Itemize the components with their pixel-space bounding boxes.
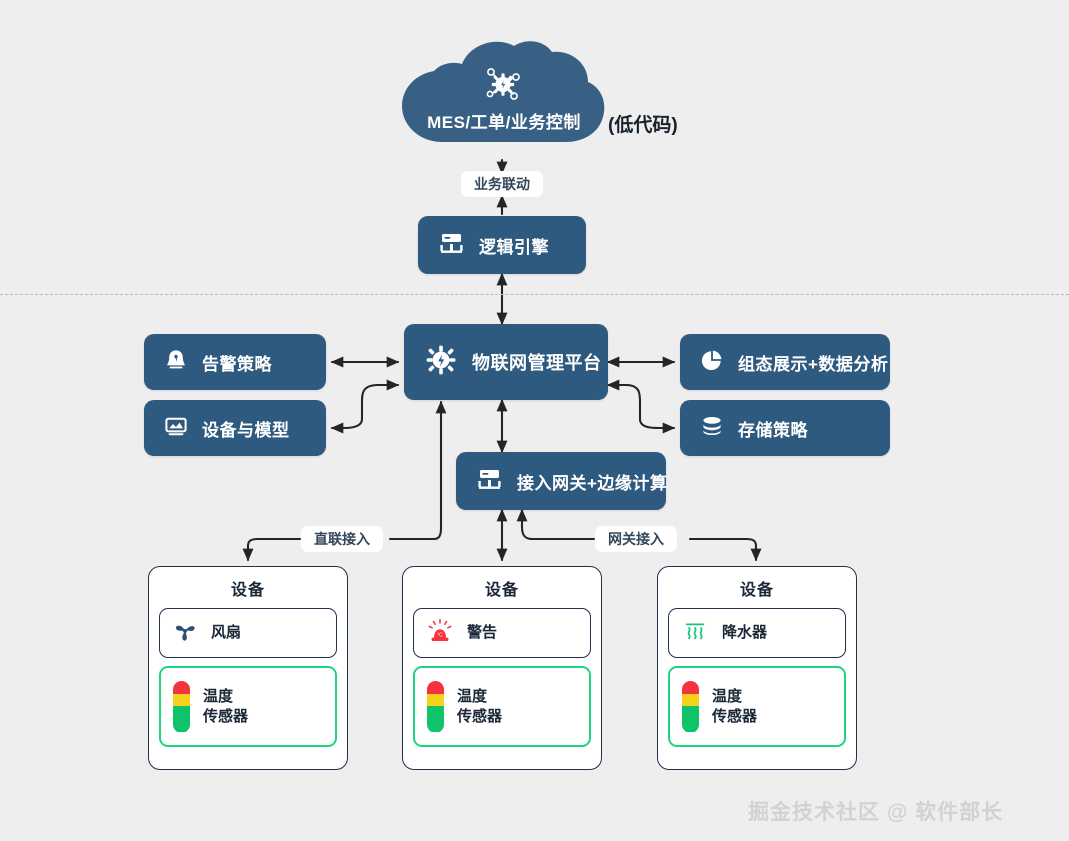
device-card[interactable]: 设备 降水器 温度 传感器 <box>657 566 857 770</box>
edge-label-gateway-access: 网关接入 <box>595 526 677 552</box>
device-sensor-label: 温度 传感器 <box>712 688 758 725</box>
device-sensor-item[interactable]: 温度 传感器 <box>159 666 337 747</box>
device-model-icon <box>164 414 188 443</box>
node-access-gateway[interactable]: 接入网关+边缘计算 <box>456 452 668 510</box>
node-logic-engine[interactable]: 逻辑引擎 <box>418 216 586 274</box>
node-scada-analytics[interactable]: 组态展示+数据分析 <box>680 334 890 390</box>
node-scada-analytics-label: 组态展示+数据分析 <box>738 354 889 374</box>
node-iot-platform[interactable]: 物联网管理平台 <box>404 324 608 400</box>
humidifier-icon <box>681 618 709 649</box>
node-storage-policy-label: 存储策略 <box>738 420 808 440</box>
watermark: 掘金技术社区 @ 软件部长 <box>748 801 1004 824</box>
gateway-server-icon <box>438 231 465 260</box>
node-device-model-label: 设备与模型 <box>202 420 290 440</box>
node-alarm-policy[interactable]: 告警策略 <box>144 334 326 390</box>
cloud-label: MES/工单/业务控制 <box>427 113 581 132</box>
edge-label-business-link: 业务联动 <box>461 171 543 197</box>
device-sensor-label: 温度 传感器 <box>203 688 249 725</box>
bell-icon <box>164 348 188 377</box>
device-card-title: 设备 <box>739 582 774 599</box>
device-card[interactable]: 设备 °C 警告 <box>402 566 602 770</box>
device-sensor-label: 温度 传感器 <box>457 688 503 725</box>
edge-label-direct-access: 直联接入 <box>301 526 383 552</box>
thermometer-icon <box>427 680 444 733</box>
node-storage-policy[interactable]: 存储策略 <box>680 400 890 456</box>
device-primary-item[interactable]: 风扇 <box>159 608 337 658</box>
device-card-title: 设备 <box>484 582 519 599</box>
thermometer-icon <box>173 680 190 733</box>
device-primary-item[interactable]: 降水器 <box>668 608 846 658</box>
alarm-light-icon: °C <box>426 618 454 649</box>
database-icon <box>700 414 724 443</box>
low-code-badge: (低代码) <box>608 115 678 136</box>
device-primary-label: 降水器 <box>722 624 768 642</box>
device-card[interactable]: 设备 风扇 温度 传感器 <box>148 566 348 770</box>
layer-divider <box>0 294 1069 295</box>
device-sensor-item[interactable]: 温度 传感器 <box>413 666 591 747</box>
iot-chip-icon <box>480 64 526 106</box>
fan-icon <box>172 618 198 649</box>
svg-text:°C: °C <box>437 632 443 638</box>
node-device-model[interactable]: 设备与模型 <box>144 400 326 456</box>
node-logic-engine-label: 逻辑引擎 <box>479 237 549 257</box>
device-card-title: 设备 <box>230 582 265 599</box>
gateway-server-icon <box>476 467 503 496</box>
device-primary-label: 风扇 <box>211 624 242 642</box>
device-sensor-item[interactable]: 温度 传感器 <box>668 666 846 747</box>
node-iot-platform-label: 物联网管理平台 <box>472 353 602 373</box>
iot-chip-icon <box>424 343 458 382</box>
node-access-gateway-label: 接入网关+边缘计算 <box>517 473 668 493</box>
thermometer-icon <box>682 680 699 733</box>
cloud-node-mes[interactable]: MES/工单/业务控制 <box>396 36 612 158</box>
pie-chart-icon <box>700 348 724 377</box>
device-primary-item[interactable]: °C 警告 <box>413 608 591 658</box>
node-alarm-policy-label: 告警策略 <box>202 354 272 374</box>
device-primary-label: 警告 <box>467 624 498 642</box>
